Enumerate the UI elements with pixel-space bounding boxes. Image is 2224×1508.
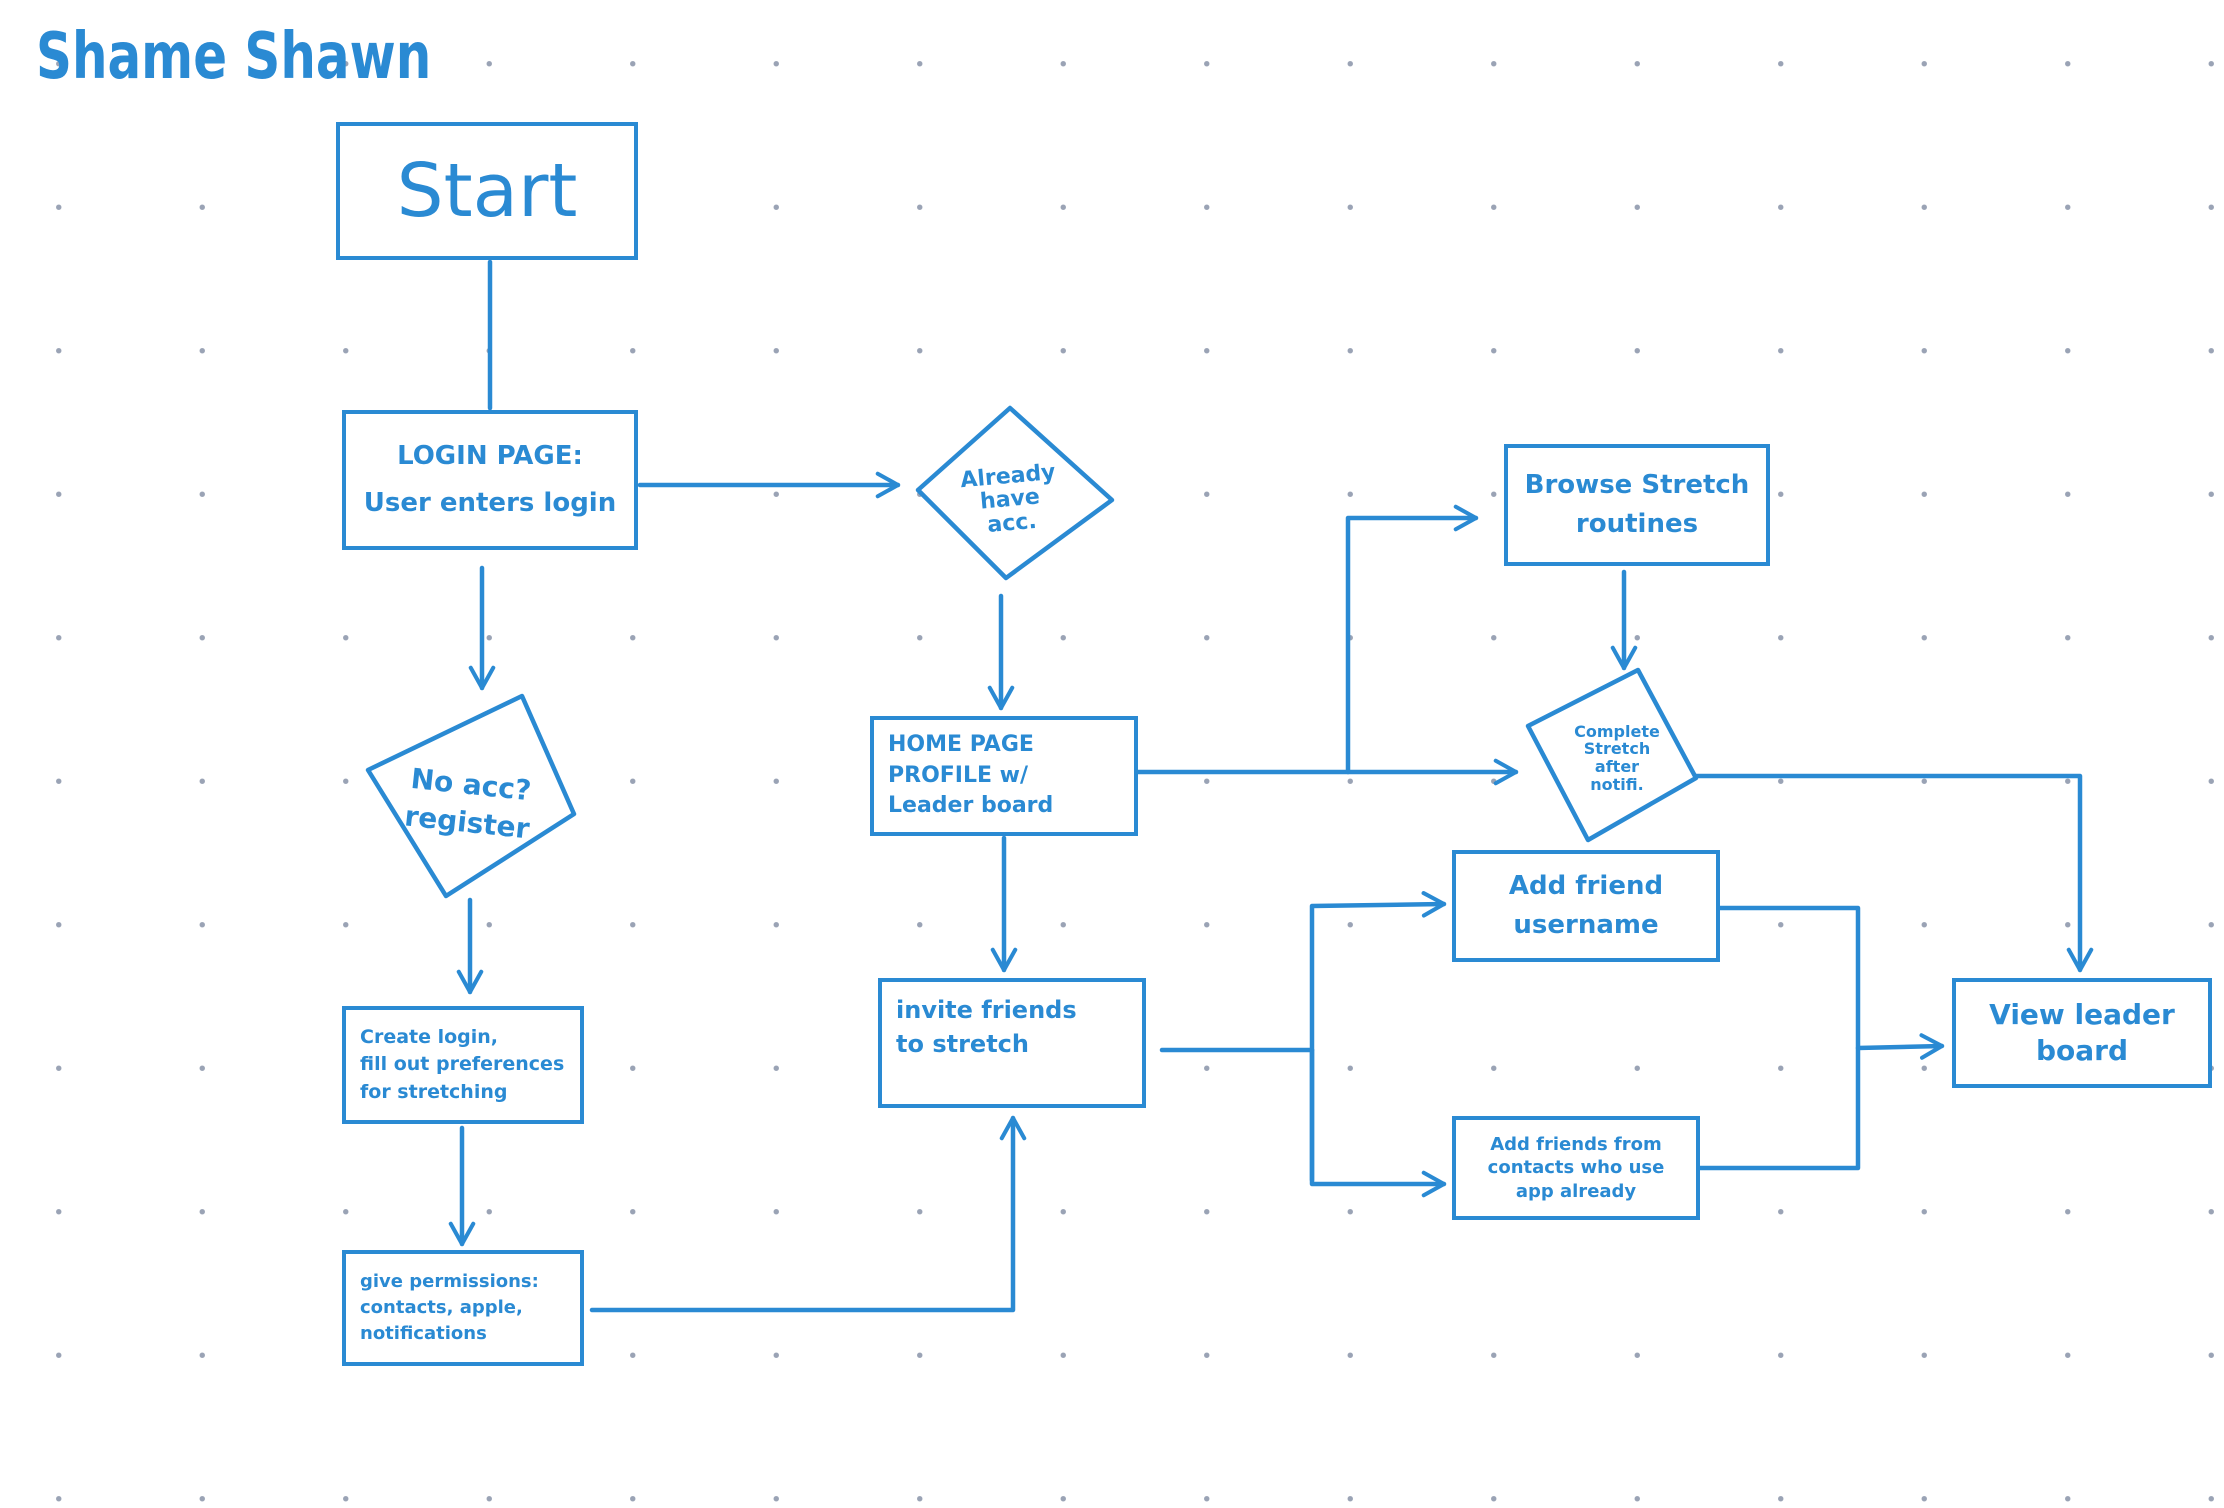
connector-complete-view (1693, 773, 2094, 973)
create-login-node: Create login, fill out preferences for s… (342, 1006, 584, 1124)
connector-merge-view (1855, 1033, 1945, 1060)
decision-already-have-acc (915, 405, 1115, 581)
home-page-profile-node: HOME PAGE PROFILE w/ Leader board (870, 716, 1138, 836)
complete-stretch-label: Complete Stretch after notifi. (1574, 721, 1660, 794)
connector-permissions-invite (589, 1115, 1027, 1313)
browse-stretch-routines-node: Browse Stretch routines (1504, 444, 1770, 566)
no-acc-register-label: No acc? register (403, 762, 533, 846)
invite-friends-node: invite friends to stretch (878, 978, 1146, 1108)
connector-home-browse (1345, 504, 1479, 775)
connector-split-contacts (1309, 1047, 1447, 1198)
login-page-node: LOGIN PAGE: User enters login (342, 410, 638, 550)
start-node: Start (336, 122, 638, 260)
view-leaderboard-node: View leader board (1952, 978, 2212, 1088)
add-friends-from-contacts-node: Add friends from contacts who use app al… (1452, 1116, 1700, 1220)
decision-no-acc-register (365, 693, 577, 899)
add-friend-username-node: Add friend username (1452, 850, 1720, 962)
connector-split-username (1309, 891, 1447, 1183)
give-permissions-node: give permissions: contacts, apple, notif… (342, 1250, 584, 1366)
diagram-title: Shame Shawn (36, 20, 432, 94)
connector-username-merge (1697, 905, 1861, 1171)
decision-complete-stretch (1525, 667, 1699, 843)
already-have-acc-label: Already have acc. (959, 460, 1057, 538)
